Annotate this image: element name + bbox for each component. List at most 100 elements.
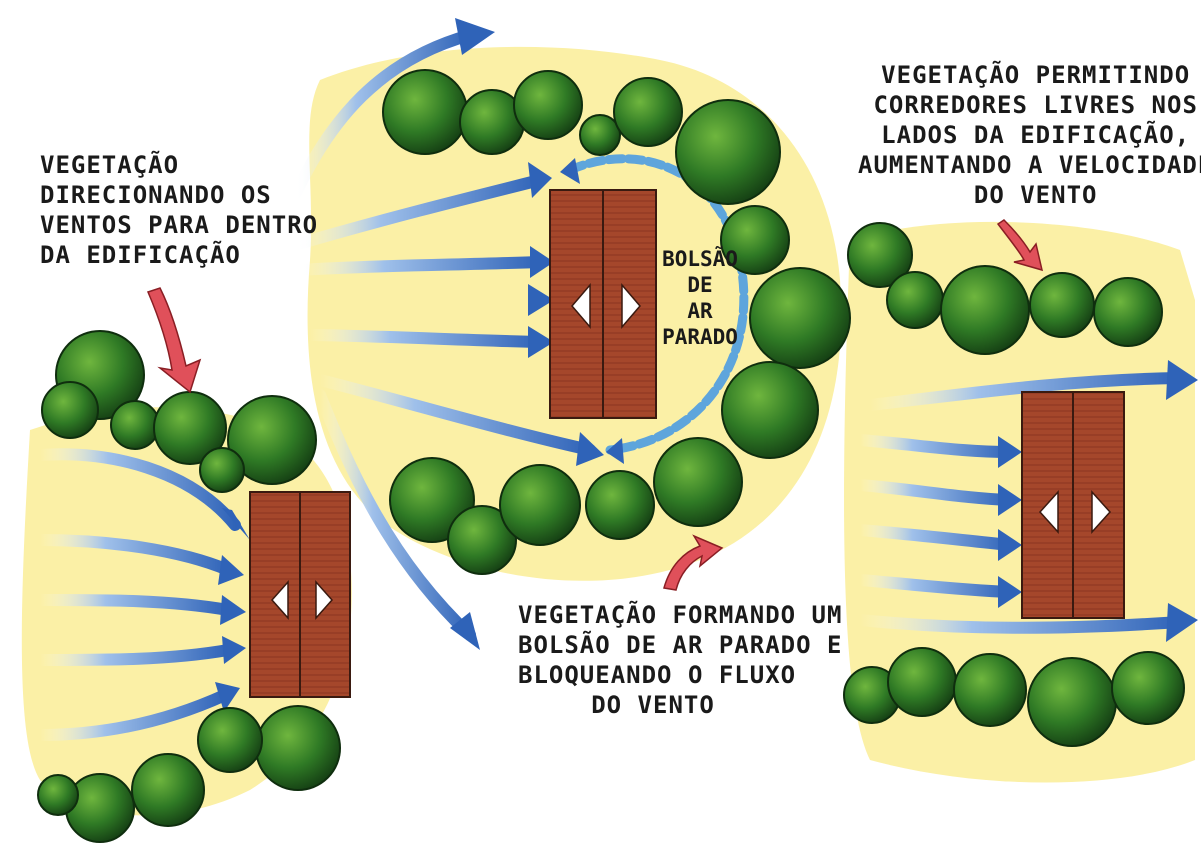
- tree: [613, 77, 683, 147]
- right-annotation-line: LADOS DA EDIFICAÇÃO,: [881, 121, 1191, 149]
- trees: [37, 69, 1185, 843]
- wind-arrow: [854, 434, 1016, 458]
- wind-arrowhead: [215, 682, 240, 712]
- wind-arrowhead: [998, 576, 1022, 608]
- wind-arrow: [854, 614, 1186, 634]
- bottom-annotation-line: DO VENTO: [591, 691, 715, 719]
- tree: [1093, 277, 1163, 347]
- wind-arrow: [314, 374, 596, 456]
- tree: [720, 205, 790, 275]
- tree: [65, 773, 135, 843]
- opening-arrow: [270, 580, 289, 620]
- pointer-arrows: [146, 219, 1044, 591]
- pocket-label-line: PARADO: [662, 325, 738, 349]
- wind-arrowhead: [220, 595, 246, 625]
- tree: [513, 70, 583, 140]
- right-annotation-line: AUMENTANDO A VELOCIDADE: [858, 151, 1201, 179]
- left-annotation-line: VENTOS PARA DENTRO: [40, 211, 319, 239]
- tree: [197, 707, 263, 773]
- tree: [653, 437, 743, 527]
- wind-arrowhead: [530, 246, 554, 278]
- tree: [579, 114, 621, 156]
- tree: [721, 361, 819, 459]
- wind-arrowhead: [455, 18, 495, 55]
- wind-arrowhead: [1166, 603, 1198, 642]
- opening-arrow: [621, 282, 641, 330]
- wind-arrow: [314, 389, 476, 641]
- tree: [847, 222, 913, 288]
- tree: [1111, 651, 1185, 725]
- still-air-pocket-label: BOLSÃO DE AR PARADO: [660, 246, 740, 350]
- pocket-label-line: BOLSÃO: [662, 247, 738, 271]
- tree: [1027, 657, 1117, 747]
- building-middle: [549, 189, 657, 419]
- wind-right-scene: [854, 360, 1198, 642]
- wind-left-scene: [34, 448, 250, 741]
- wind-arrow: [854, 479, 1016, 506]
- wind-arrow: [294, 256, 546, 276]
- tree: [110, 400, 160, 450]
- tree: [199, 447, 245, 493]
- wind-arrow: [34, 689, 231, 741]
- tree: [953, 653, 1027, 727]
- tree: [499, 464, 581, 546]
- left-annotation: VEGETAÇÃO DIRECIONANDO OS VENTOS PARA DE…: [40, 150, 318, 270]
- left-annotation-line: DIRECIONANDO OS: [40, 181, 272, 209]
- wind-arrowhead: [222, 636, 246, 664]
- wind-arrowhead: [528, 162, 552, 198]
- wind-arrow: [289, 29, 476, 201]
- tree: [940, 265, 1030, 355]
- wind-arrow: [854, 574, 1016, 598]
- tree: [382, 69, 468, 155]
- wind-arrow: [289, 174, 546, 251]
- wind-arrow: [34, 644, 234, 666]
- wind-arrowhead: [998, 484, 1022, 516]
- circulation-arrowhead: [560, 158, 580, 184]
- opening-arrow: [571, 282, 591, 330]
- tree: [1029, 272, 1095, 338]
- wind-arrow: [34, 448, 241, 531]
- ground-right: [844, 221, 1195, 783]
- wind-arrowhead: [218, 555, 244, 585]
- tree: [585, 470, 655, 540]
- bottom-annotation-line: BOLSÃO DE AR PARADO E: [518, 631, 843, 659]
- wind-arrow: [34, 594, 234, 616]
- tree: [675, 99, 781, 205]
- tree: [749, 267, 851, 369]
- wind-arrowhead: [528, 326, 554, 358]
- right-annotation-line: DO VENTO: [973, 181, 1098, 209]
- opening-arrow: [1091, 490, 1112, 534]
- wind-arrow: [304, 329, 546, 348]
- pointer-arrow-bottom: [663, 534, 724, 591]
- wind-arrow: [34, 534, 234, 576]
- tree: [887, 647, 957, 717]
- wind-arrowhead: [450, 612, 480, 650]
- tree: [447, 505, 517, 575]
- tree: [886, 271, 944, 329]
- bottom-annotation: VEGETAÇÃO FORMANDO UM BOLSÃO DE AR PARAD…: [518, 600, 843, 720]
- bottom-annotation-line: BLOQUEANDO O FLUXO: [518, 661, 797, 689]
- tree: [41, 381, 99, 439]
- bottom-annotation-line: VEGETAÇÃO FORMANDO UM: [518, 601, 843, 629]
- right-annotation-line: CORREDORES LIVRES NOS: [873, 91, 1198, 119]
- wind-arrowhead: [576, 432, 604, 466]
- tree: [37, 774, 79, 816]
- wind-arrowhead: [998, 436, 1022, 468]
- left-annotation-line: DA EDIFICAÇÃO: [40, 241, 241, 269]
- wind-arrowhead: [222, 508, 250, 540]
- right-annotation-line: VEGETAÇÃO PERMITINDO: [881, 61, 1191, 89]
- pocket-label-line: AR: [687, 299, 713, 323]
- opening-arrow: [1038, 490, 1059, 534]
- opening-arrow: [315, 580, 334, 620]
- right-annotation: VEGETAÇÃO PERMITINDO CORREDORES LIVRES N…: [858, 60, 1201, 210]
- pointer-arrow-right: [996, 219, 1044, 272]
- pocket-label-line: DE: [687, 273, 713, 297]
- building-right: [1021, 391, 1125, 619]
- buildings: [249, 189, 1125, 698]
- wind-arrow: [854, 524, 1016, 551]
- wind-arrowhead: [528, 284, 554, 316]
- tree: [255, 705, 341, 791]
- wind-arrowhead: [998, 529, 1022, 561]
- wind-arrowhead: [1166, 360, 1198, 400]
